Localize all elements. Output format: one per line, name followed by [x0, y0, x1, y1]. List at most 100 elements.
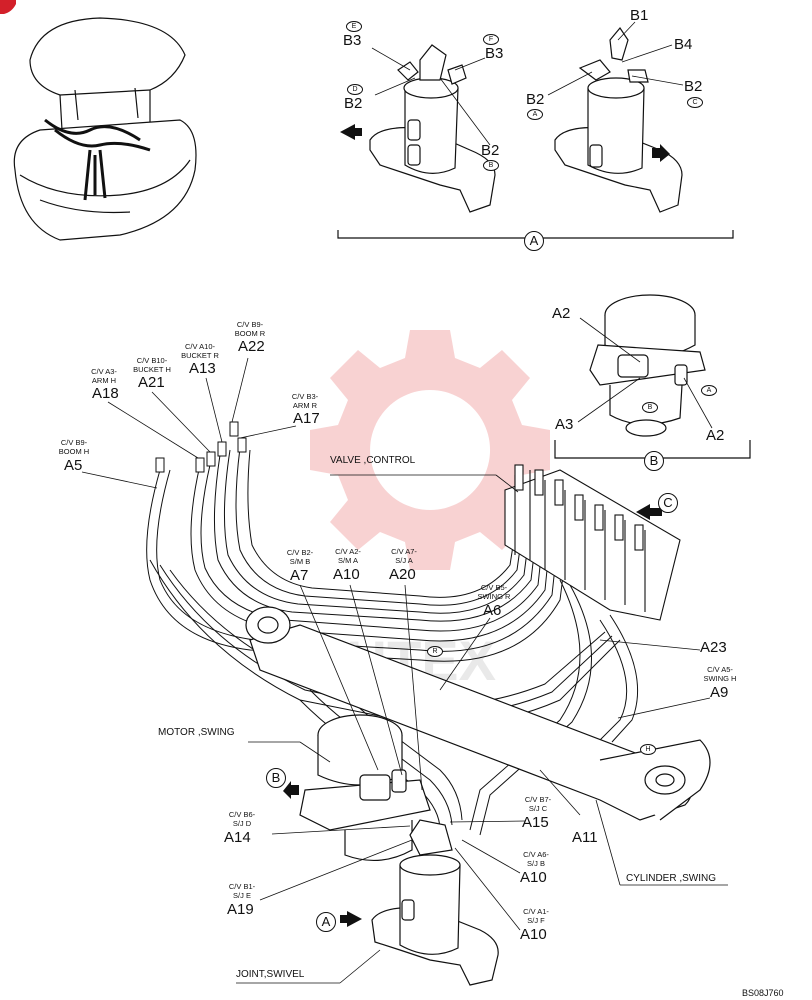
mark-r: R — [427, 646, 443, 657]
label-b2-a: B2 — [526, 91, 545, 108]
mark-b-b: B — [642, 402, 658, 413]
label-b2-c: B2 — [684, 78, 703, 95]
cab-hose-bundle-icon — [44, 118, 151, 201]
hose-bundle-icon — [146, 447, 639, 836]
desc-a17-1: C/V B3- — [291, 392, 319, 401]
mark-c-top: C — [687, 97, 703, 108]
view-b-arrow-marker: B — [266, 768, 286, 788]
desc-a19-2: S/J E — [233, 891, 251, 900]
view-b-leaders — [577, 317, 713, 429]
label-a17: A17 — [293, 410, 320, 427]
label-b3-right: B3 — [485, 45, 504, 62]
label-a10-bottom: A10 — [520, 926, 547, 943]
desc-a7-1: C/V B2- — [286, 548, 314, 557]
label-a10-mid: A10 — [520, 869, 547, 886]
page-marker-icon — [0, 0, 16, 14]
excavator-cab-icon — [13, 17, 197, 241]
label-a11: A11 — [572, 829, 598, 846]
view-b-marker: B — [644, 451, 664, 471]
label-a7: A7 — [290, 567, 309, 584]
desc-a10-top-1: C/V A2- — [335, 547, 361, 556]
mark-f: F — [483, 34, 499, 45]
label-b3-left: B3 — [343, 32, 362, 49]
desc-a9-1: C/V A5- — [707, 665, 733, 674]
label-b4: B4 — [674, 36, 693, 53]
desc-a5-2: BOOM H — [58, 447, 90, 456]
label-a15: A15 — [522, 814, 549, 831]
swing-cylinder-icon — [245, 606, 711, 821]
desc-a10-top-2: S/M A — [337, 556, 358, 565]
view-a-left-leaders — [371, 47, 491, 146]
mark-b-top: B — [483, 160, 499, 171]
desc-a10-mid-1: C/V A6- — [523, 850, 549, 859]
label-a23: A23 — [700, 639, 727, 656]
desc-a14-1: C/V B6- — [228, 810, 256, 819]
desc-a13-2: BUCKET R — [181, 351, 219, 360]
mark-a-top: A — [527, 109, 543, 120]
desc-a15-2: S/J C — [528, 804, 548, 813]
desc-a6-2: SWING R — [477, 592, 511, 601]
arrow-b-icon — [283, 781, 299, 799]
desc-a7-2: S/M B — [289, 557, 311, 566]
label-a22: A22 — [238, 338, 265, 355]
desc-a22-1: C/V B9- — [236, 320, 264, 329]
mark-h: H — [640, 744, 656, 755]
desc-a10-bottom-2: S/J F — [527, 916, 545, 925]
label-b2-b: B2 — [481, 142, 500, 159]
desc-a5-1: C/V B9- — [60, 438, 88, 447]
mark-e: E — [346, 21, 362, 32]
desc-a20-1: C/V A7- — [391, 547, 417, 556]
view-a-marker: A — [524, 231, 544, 251]
label-a2-bottom: A2 — [706, 427, 725, 444]
desc-a15-1: C/V B7- — [524, 795, 552, 804]
label-a18: A18 — [92, 385, 119, 402]
caption-cylinder-swing: CYLINDER ,SWING — [626, 873, 717, 884]
label-a9: A9 — [710, 684, 729, 701]
label-a14: A14 — [224, 829, 251, 846]
desc-a10-bottom-1: C/V A1- — [523, 907, 549, 916]
arrow-c-icon — [636, 504, 662, 520]
hose-fittings-icon — [155, 421, 247, 473]
view-c-marker: C — [658, 493, 678, 513]
desc-a21-2: BUCKET H — [133, 365, 171, 374]
label-a6: A6 — [483, 602, 502, 619]
desc-a20-2: S/J A — [395, 556, 413, 565]
desc-a13-1: C/V A10- — [184, 342, 215, 351]
main-leader-lines — [81, 357, 728, 984]
label-a5: A5 — [64, 457, 83, 474]
label-b2-d: B2 — [344, 95, 363, 112]
watermark-gear-icon — [310, 330, 550, 570]
mark-a-b: A — [701, 385, 717, 396]
label-a10-top: A10 — [333, 566, 360, 583]
desc-a21-1: C/V B10- — [136, 356, 168, 365]
mark-d: D — [347, 84, 363, 95]
desc-a9-2: SWING H — [703, 674, 737, 683]
swivel-joint-icon — [371, 819, 499, 986]
control-valve-icon — [504, 464, 681, 621]
desc-a22-2: BOOM R — [234, 329, 266, 338]
desc-a14-2: S/J D — [232, 819, 252, 828]
caption-valve-control: VALVE ,CONTROL — [330, 455, 416, 466]
arrow-a-icon — [340, 911, 362, 927]
desc-a17-2: ARM R — [292, 401, 318, 410]
swing-motor-icon — [299, 714, 431, 862]
desc-a6-1: C/V B5- — [480, 583, 508, 592]
label-a2-top: A2 — [552, 305, 571, 322]
arrow-right-icon — [652, 144, 670, 162]
label-b1: B1 — [630, 7, 649, 24]
label-a21: A21 — [138, 374, 165, 391]
arrow-left-icon — [340, 124, 362, 140]
caption-joint-swivel: JOINT,SWIVEL — [236, 969, 305, 980]
view-a-right-leaders — [547, 21, 684, 96]
swivel-joint-left-icon — [369, 44, 496, 213]
desc-a18-2: ARM H — [91, 376, 117, 385]
view-a-arrow-marker: A — [316, 912, 336, 932]
desc-a18-1: C/V A3- — [91, 367, 117, 376]
label-a19: A19 — [227, 901, 254, 918]
swing-motor-detail-icon — [589, 294, 706, 437]
desc-a19-1: C/V B1- — [228, 882, 256, 891]
swivel-joint-right-icon — [554, 26, 683, 213]
desc-a10-mid-2: S/J B — [527, 859, 545, 868]
